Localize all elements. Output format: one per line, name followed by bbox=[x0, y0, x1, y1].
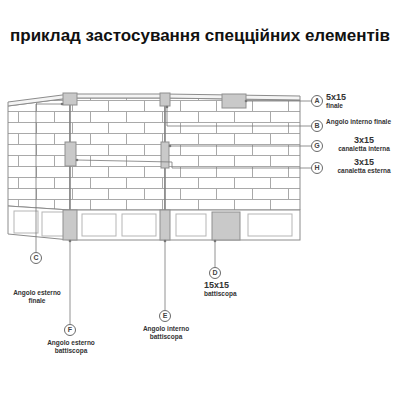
part-name: Angolo interno finale bbox=[326, 118, 392, 126]
callout-circle: FAngolo esterno battiscopa bbox=[64, 324, 76, 336]
leader-lines bbox=[36, 101, 311, 324]
part-name: Angolo esterno battiscopa bbox=[36, 339, 106, 355]
callout-letter: C bbox=[31, 253, 41, 263]
middle-wall bbox=[70, 98, 165, 210]
left-wall bbox=[8, 98, 70, 210]
callout-label: 3x15canaletta interna bbox=[332, 135, 396, 153]
callout-circle: CAngolo esterno finale bbox=[30, 252, 42, 264]
part-name: Angolo esterno finale bbox=[6, 289, 68, 305]
callout-circle: H3x15canaletta esterna bbox=[311, 162, 323, 174]
callout-label: 15x15battiscopa bbox=[204, 280, 254, 298]
special-elements bbox=[63, 93, 246, 240]
plinth-panels bbox=[14, 211, 292, 236]
callout-circle: G3x15canaletta interna bbox=[311, 140, 323, 152]
callout-letter: D bbox=[210, 268, 220, 278]
callout-letter: A bbox=[312, 96, 322, 106]
part-name: canaletta esterna bbox=[332, 167, 396, 175]
callout-letter: H bbox=[312, 163, 322, 173]
coping bbox=[70, 94, 165, 98]
plinth bbox=[70, 210, 165, 240]
callout-label: 3x15canaletta esterna bbox=[332, 157, 396, 175]
part-name: canaletta interna bbox=[332, 145, 396, 153]
dimension-label: 5x15 bbox=[326, 92, 386, 102]
callout-letter: G bbox=[312, 141, 322, 151]
callout-label: Angolo esterno battiscopa bbox=[36, 339, 106, 355]
callout-circle: BAngolo interno finale bbox=[311, 120, 323, 132]
dimension-label: 3x15 bbox=[332, 157, 396, 167]
leader-dots bbox=[61, 100, 248, 243]
callout-letter: B bbox=[312, 121, 322, 131]
plinth bbox=[165, 210, 300, 240]
part-name: battiscopa bbox=[204, 290, 254, 298]
dimension-label: 15x15 bbox=[204, 280, 254, 290]
title: приклад застосування спецційних елементі… bbox=[0, 26, 400, 46]
callout-circle: D15x15battiscopa bbox=[209, 267, 221, 279]
callout-label: Angolo esterno finale bbox=[6, 289, 68, 305]
part-name: Angolo interno battiscopa bbox=[131, 325, 201, 341]
callout-letter: F bbox=[65, 325, 75, 335]
dimension-label: 3x15 bbox=[332, 135, 396, 145]
plinth bbox=[8, 206, 70, 240]
callout-letter: E bbox=[160, 311, 170, 321]
part-name: finale bbox=[326, 102, 386, 110]
callout-circle: A5x15finale bbox=[311, 95, 323, 107]
callout-circle: EAngolo interno battiscopa bbox=[159, 310, 171, 322]
callout-label: Angolo interno finale bbox=[326, 118, 392, 126]
right-wall bbox=[165, 98, 300, 210]
callout-label: Angolo interno battiscopa bbox=[131, 325, 201, 341]
callout-label: 5x15finale bbox=[326, 92, 386, 110]
